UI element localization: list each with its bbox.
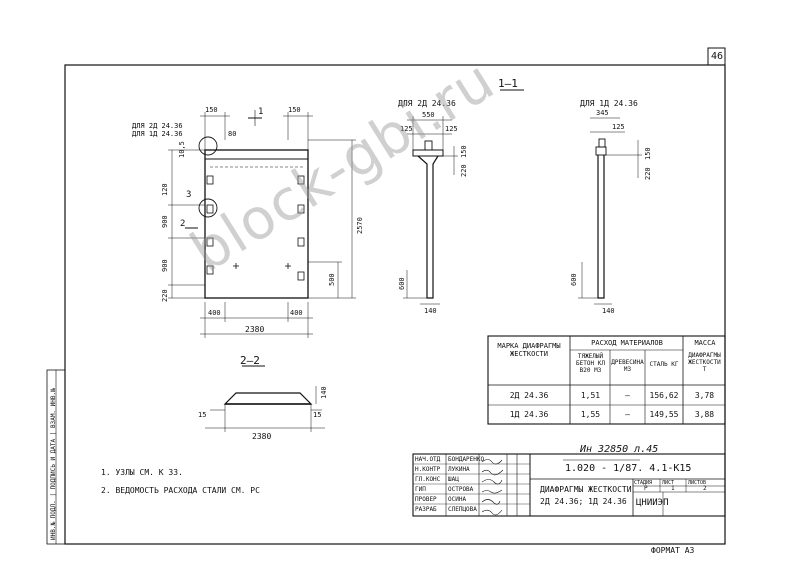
dim-s1-150: 150: [460, 145, 468, 158]
title-block-grid: [412, 453, 726, 517]
dim-s2-150: 150: [644, 147, 652, 160]
dim-top-right: 150: [288, 106, 301, 114]
stamp-subtitle: 2Д 24.36; 1Д 24.36: [540, 497, 627, 506]
stamp-sheet: 1: [671, 485, 675, 492]
stamp-role-2: Н.КОНТР: [415, 466, 441, 473]
dim-v1: 120: [161, 183, 169, 196]
dim-sec2-15a: 15: [198, 411, 207, 419]
side-strip-text: ИНВ.№ ПОДЛ. | ПОДПИСЬ И ДАТА | ВЗАМ. ИНВ…: [50, 388, 57, 540]
section-1-title: 1—1: [498, 77, 518, 90]
table-col-wood: ДРЕВЕСИНА М3: [611, 359, 644, 373]
dim-bottom-total: 2380: [245, 325, 265, 334]
dim-80: 80: [228, 130, 237, 138]
panel-elevation: [168, 110, 356, 338]
stamp-org: ЦНИИЭП: [636, 498, 669, 508]
dim-s2-220: 220: [644, 167, 652, 180]
node-mark-3: 3: [186, 190, 192, 200]
dim-right-total: 2570: [356, 217, 364, 234]
stamp-role-5: ПРОВЕР: [415, 496, 437, 503]
dim-s2-600: 600: [570, 273, 578, 286]
section-for-2d: ДЛЯ 2Д 24.36: [398, 99, 456, 108]
format-label: ФОРМАТ А3: [651, 546, 695, 555]
section-2-title: 2—2: [240, 354, 260, 367]
stamp-role-1: НАЧ.ОТД: [415, 456, 441, 463]
table-col-concrete: ТЯЖЕЛЫЙ БЕТОН КЛ В20 М3: [576, 353, 605, 374]
stamp-inventory: Ин 32850 л.45: [580, 444, 659, 455]
cut-mark-1: 1: [258, 107, 264, 117]
table-header-mark: МАРКА ДИАФРАГМЫ ЖЕСТКОСТИ: [497, 342, 561, 359]
table-row-1-mass: 3,78: [694, 391, 715, 400]
dim-s1-125b: 125: [445, 125, 458, 133]
stamp-sheets: 2: [703, 485, 707, 492]
stamp-title: ДИАФРАГМЫ ЖЕСТКОСТИ: [540, 485, 632, 494]
dim-s1-550: 550: [422, 111, 435, 119]
dim-sec2-2380: 2380: [252, 432, 272, 441]
section-1-1-2d: [403, 89, 524, 305]
stamp-name-3: ШАЦ: [448, 476, 459, 483]
section-2-2: [205, 365, 325, 432]
dim-s1-220: 220: [460, 164, 468, 177]
section-1-1-1d: [578, 117, 642, 305]
stamp-stage-hdr: СТАДИЯ: [634, 480, 653, 486]
table-row-2-steel: 149,55: [649, 410, 679, 419]
stamp-role-3: ГЛ.КОНС: [415, 476, 441, 483]
section-for-1d: ДЛЯ 1Д 24.36: [580, 99, 638, 108]
dim-v4: 220: [161, 289, 169, 302]
dim-v2: 900: [161, 215, 169, 228]
dim-bottom-400a: 400: [208, 309, 221, 317]
table-header-mass: МАССА: [694, 339, 716, 347]
table-row-2-mark: 1Д 24.36: [509, 410, 549, 419]
dim-s2-140: 140: [602, 307, 615, 315]
dim-bottom-400b: 400: [290, 309, 303, 317]
stamp-stage: Р: [644, 485, 648, 492]
table-row-2-wood: —: [625, 410, 630, 419]
dim-sec2-15b: 15: [313, 411, 322, 419]
dim-top-left: 150: [205, 106, 218, 114]
stamp-name-2: ЛУКИНА: [448, 466, 470, 473]
table-col-steel: СТАЛЬ КГ: [649, 361, 679, 368]
table-header-consumption: РАСХОД МАТЕРИАЛОВ: [591, 339, 663, 347]
table-row-2-mass: 3,88: [694, 410, 715, 419]
stamp-code: 1.020 - 1/87. 4.1-К15: [565, 463, 692, 474]
table-row-1-wood: —: [625, 391, 630, 400]
dim-v-small: 10,5: [178, 141, 186, 158]
dim-label-2d: ДЛЯ 2Д 24.36: [132, 122, 183, 130]
stamp-role-6: РАЗРАБ: [415, 506, 437, 513]
stamp-sheets-hdr: ЛИСТОВ: [688, 480, 707, 486]
sheet-number: 46: [711, 51, 724, 62]
table-row-1-steel: 156,62: [649, 391, 679, 400]
dim-s2-125: 125: [612, 123, 625, 131]
dim-s2-345: 345: [596, 109, 609, 117]
stamp-name-5: ОСИНА: [448, 496, 467, 503]
note-2: 2. ВЕДОМОСТЬ РАСХОДА СТАЛИ СМ. РС: [101, 486, 260, 495]
dim-s1-125a: 125: [400, 125, 413, 133]
cut-mark-2: 2: [180, 219, 186, 229]
dim-s1-600: 600: [398, 277, 406, 290]
note-1: 1. УЗЛЫ СМ. К 33.: [101, 468, 183, 477]
stamp-name-4: ОСТРОВА: [448, 486, 474, 493]
stamp-role-4: ГИП: [415, 486, 426, 493]
table-row-1-mark: 2Д 24.36: [509, 391, 549, 400]
table-col-mass: ДИАФРАГМЫ ЖЕСТКОСТИ Т: [688, 352, 721, 373]
stamp-name-6: СЛЕПЦОВА: [448, 506, 477, 513]
dim-label-1d: ДЛЯ 1Д 24.36: [132, 130, 183, 138]
dim-s1-140: 140: [424, 307, 437, 315]
dim-v3: 900: [161, 259, 169, 272]
stamp-name-1: БОНДАРЕНКО: [448, 456, 485, 463]
table-row-2-concrete: 1,55: [580, 410, 601, 419]
stamp-sheet-hdr: ЛИСТ: [662, 480, 675, 486]
dim-right-500: 500: [328, 273, 336, 286]
dim-sec2-140: 140: [320, 386, 328, 399]
table-row-1-concrete: 1,51: [580, 391, 601, 400]
materials-table-grid: [487, 335, 726, 425]
